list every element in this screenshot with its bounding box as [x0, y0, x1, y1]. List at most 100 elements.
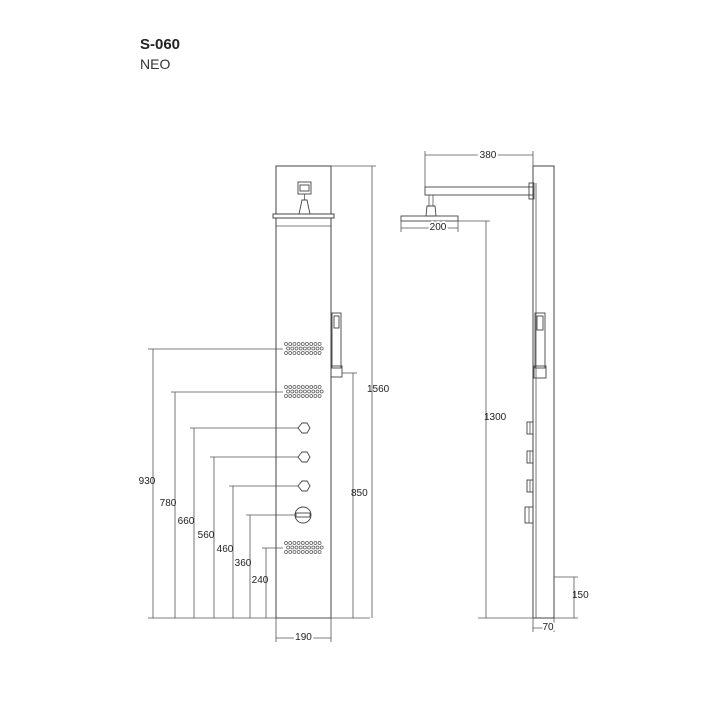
model-name: NEO	[140, 56, 171, 72]
side-panel-body	[532, 165, 555, 619]
jet-hole	[284, 385, 288, 389]
control-knob-2	[296, 451, 311, 463]
jet-hole	[300, 541, 305, 545]
arm-length-dimension: 380	[424, 148, 534, 187]
jet-hole	[317, 394, 322, 398]
jet-hole	[292, 351, 297, 355]
jet-hole	[288, 385, 293, 389]
jet-hole	[294, 346, 299, 351]
jet-hole	[309, 550, 314, 554]
jet-hole	[296, 394, 301, 398]
jet-hole	[307, 346, 311, 351]
jet-hole	[288, 342, 293, 346]
jet-hole	[296, 351, 301, 355]
jet-hole	[303, 346, 307, 351]
jet-hole	[313, 385, 318, 389]
jet-hole	[288, 541, 293, 545]
jet-hole	[305, 385, 309, 389]
jet-hole	[284, 550, 288, 554]
jet-hole	[300, 394, 305, 398]
jet-hole	[311, 389, 316, 394]
jet-hole	[309, 385, 314, 389]
side-knob-3	[526, 479, 534, 493]
jet-hole	[319, 545, 324, 550]
jet-hole	[286, 389, 290, 394]
jet-hole	[296, 342, 301, 346]
jet-hole	[315, 346, 320, 351]
lower-body-jet-panel	[284, 385, 324, 398]
dim-240-label: 240	[252, 575, 269, 586]
jet-hole	[298, 346, 303, 351]
jet-hole	[292, 342, 297, 346]
jet-hole	[300, 385, 305, 389]
dim-1300-label: 1300	[484, 412, 507, 423]
height-dimensions: 930 780 660 560 460 360 240	[139, 348, 370, 619]
jet-hole	[286, 545, 290, 550]
base-height-dimension: 150	[554, 576, 589, 619]
jet-hole	[319, 389, 324, 394]
jet-hole	[300, 342, 305, 346]
jet-hole	[317, 342, 322, 346]
shower-head-side	[400, 195, 459, 222]
jet-hole	[300, 351, 305, 355]
jet-hole	[288, 550, 293, 554]
jet-hole	[309, 394, 314, 398]
jet-hole	[296, 385, 301, 389]
dim-150-label: 150	[572, 590, 589, 601]
jet-hole	[296, 550, 301, 554]
jet-hole	[303, 389, 307, 394]
jet-hole	[305, 351, 309, 355]
control-knob-3	[296, 480, 311, 492]
jet-hole	[284, 394, 288, 398]
dim-1560-label: 1560	[367, 384, 390, 395]
jet-hole	[284, 351, 288, 355]
right-dimensions: 1560 850	[331, 165, 390, 618]
hand-shower-side	[533, 312, 547, 379]
jet-hole	[305, 541, 309, 545]
hand-shower-front	[330, 312, 343, 378]
side-view: 380 200 1300 150 70	[400, 148, 589, 635]
control-knob-1	[296, 422, 311, 434]
dim-660-label: 660	[178, 516, 195, 527]
dim-360-label: 360	[235, 558, 252, 569]
upper-body-jet-panel	[284, 342, 324, 355]
jet-hole	[315, 389, 320, 394]
jet-hole	[286, 346, 290, 351]
jet-hole	[317, 351, 322, 355]
jet-hole	[292, 394, 297, 398]
dim-460-label: 460	[217, 544, 234, 555]
jet-hole	[315, 545, 320, 550]
jet-hole	[300, 550, 305, 554]
head-height-dimension: 1300	[458, 220, 533, 619]
depth-dimension: 70	[532, 618, 556, 635]
shower-arm	[424, 182, 535, 200]
side-knob-2	[526, 450, 534, 464]
jet-hole	[313, 351, 318, 355]
jet-hole	[296, 541, 301, 545]
jet-hole	[294, 389, 299, 394]
model-code: S-060	[140, 36, 181, 53]
dim-560-label: 560	[198, 530, 215, 541]
jet-hole	[317, 385, 322, 389]
jet-hole	[305, 394, 309, 398]
dim-930-label: 930	[139, 476, 156, 487]
jet-hole	[319, 346, 324, 351]
jet-hole	[303, 545, 307, 550]
jet-hole	[305, 342, 309, 346]
jet-hole	[309, 351, 314, 355]
jet-hole	[305, 550, 309, 554]
jet-hole	[311, 545, 316, 550]
jet-hole	[311, 346, 316, 351]
jet-hole	[313, 550, 318, 554]
shower-head-front	[297, 181, 312, 215]
jet-hole	[290, 545, 295, 550]
jet-hole	[290, 389, 295, 394]
jet-hole	[284, 342, 288, 346]
jet-hole	[309, 541, 314, 545]
head-diameter-dimension: 200	[400, 220, 459, 235]
width-dimension: 190	[275, 618, 332, 645]
jet-hole	[307, 545, 311, 550]
jet-hole	[290, 346, 295, 351]
jet-hole	[309, 342, 314, 346]
